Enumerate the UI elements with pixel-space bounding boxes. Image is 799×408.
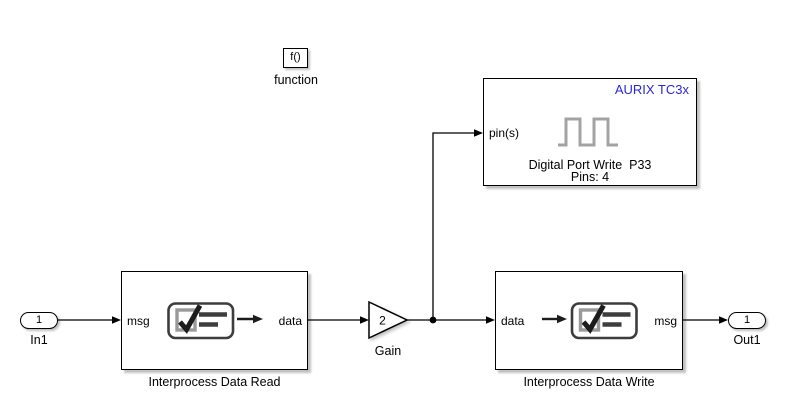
digital-port-write-block[interactable]: AURIX TC3x pin(s) Digital Port Write P33… [483,78,697,186]
msg-output-port-label: msg [654,314,677,328]
wire-arrowhead-icon [486,316,495,324]
data-output-port-label: data [278,314,302,328]
outport-block[interactable]: 1 [728,312,766,329]
read-block-caption: Interprocess Data Read [148,375,281,389]
function-block-caption: function [274,73,318,87]
data-input-port-label: data [501,314,525,328]
message-read-icon [167,302,263,340]
wire-arrowhead-icon [112,316,121,324]
aurix-badge: AURIX TC3x [614,82,689,97]
inport-caption: In1 [30,333,48,347]
inport-number: 1 [35,314,43,326]
square-wave-icon [558,117,618,147]
outport-number: 1 [743,314,751,326]
message-write-icon [542,302,638,340]
block-title: Digital Port Write P33 [528,158,652,172]
inport-block[interactable]: 1 [20,312,58,329]
write-block-caption: Interprocess Data Write [523,375,655,389]
function-call-label: f() [290,51,301,63]
wire-arrowhead-icon [474,129,483,137]
outport-caption: Out1 [733,333,761,347]
wire-arrowhead-icon [360,316,369,324]
interprocess-data-write-block[interactable]: data msg [495,271,683,370]
wire-branch-to-portwrite[interactable] [432,132,474,320]
gain-caption: Gain [374,344,402,358]
function-call-block[interactable]: f() [283,48,308,68]
block-subtitle: Pins: 4 [570,170,610,184]
pins-input-port-label: pin(s) [489,126,520,140]
msg-input-port-label: msg [127,314,150,328]
gain-value: 2 [379,314,386,328]
interprocess-data-read-block[interactable]: msg data [121,271,308,370]
gain-block[interactable]: 2 [368,301,409,340]
wire-arrowhead-icon [719,316,728,324]
